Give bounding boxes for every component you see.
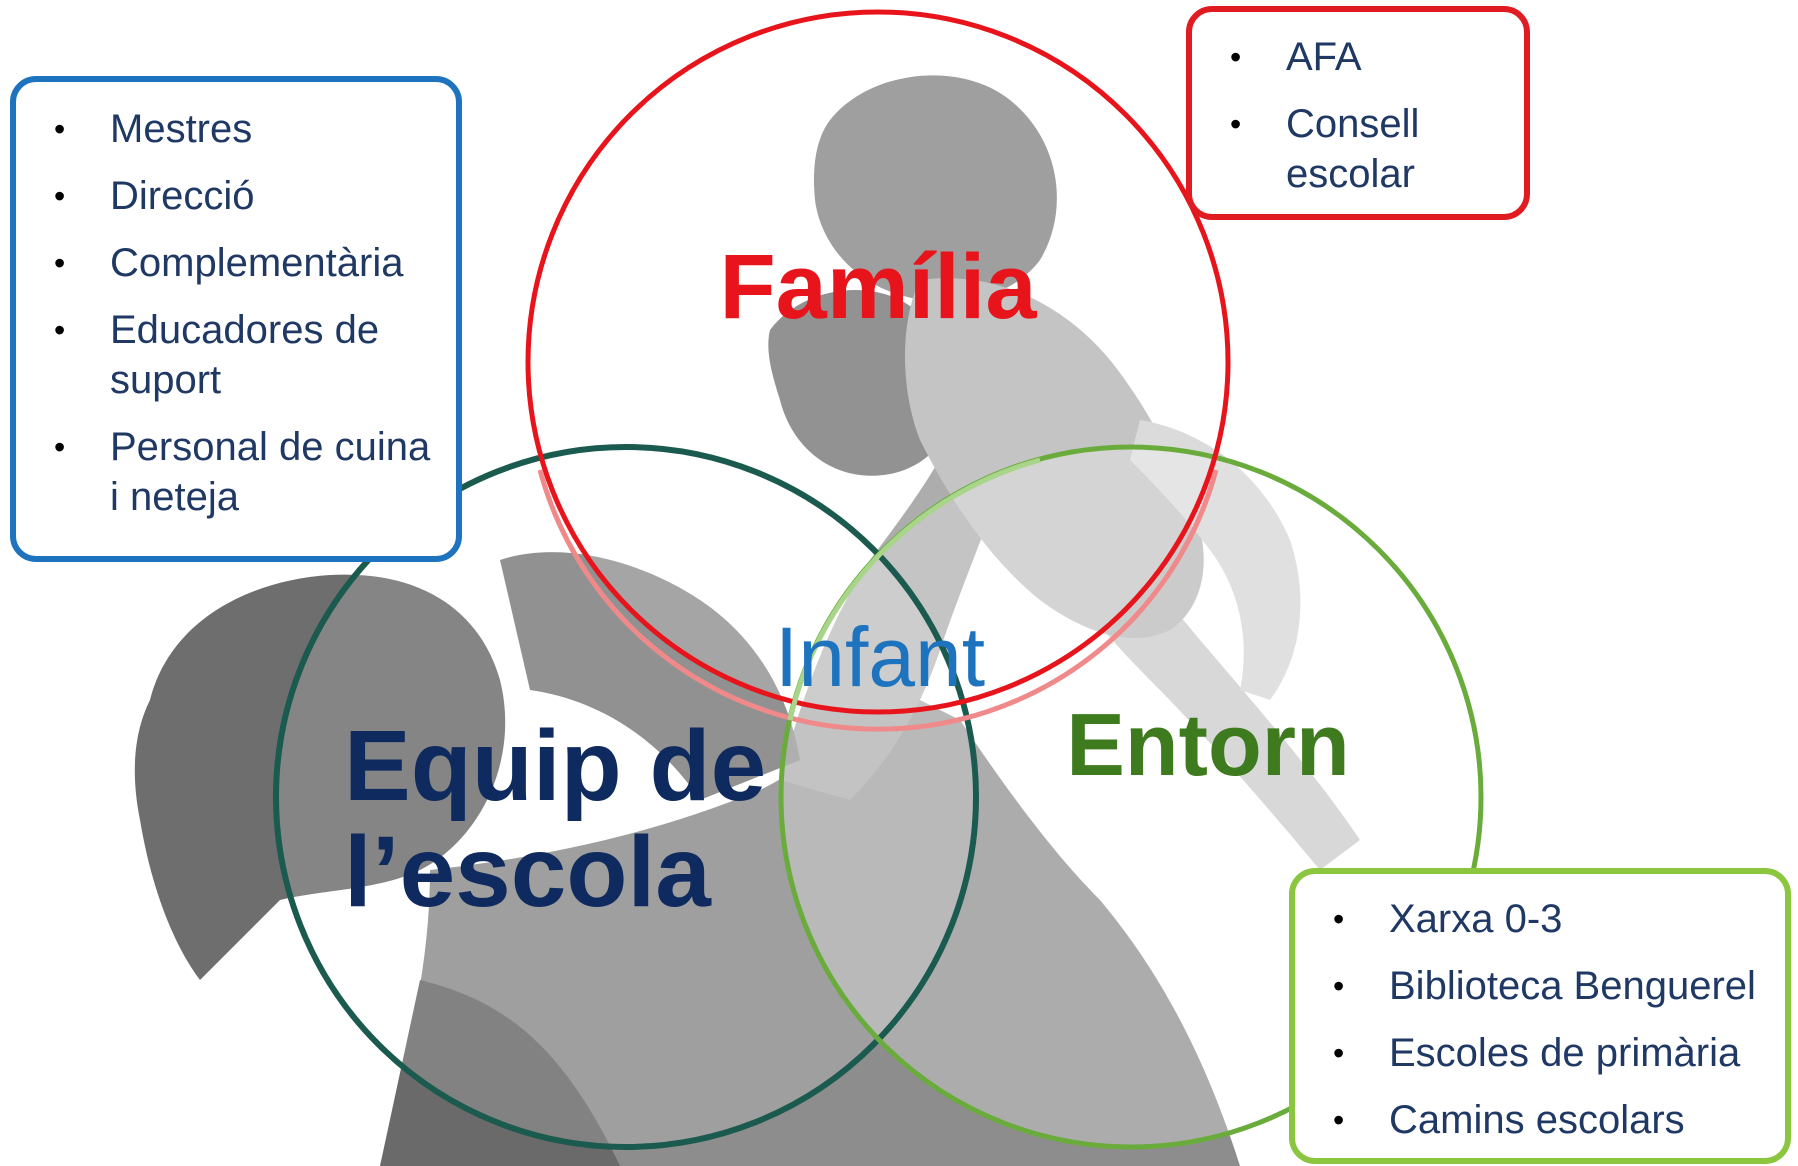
family-circle-lower-arc: [537, 469, 1219, 732]
list-item: Personal de cuina i neteja: [24, 422, 442, 522]
school-circle-fill: [276, 447, 976, 1147]
environment-resources-box: Xarxa 0-3 Biblioteca Benguerel Escoles d…: [1289, 868, 1791, 1164]
school-label-line-2: l’escola: [344, 816, 712, 928]
environment-resources-list: Xarxa 0-3 Biblioteca Benguerel Escoles d…: [1303, 894, 1775, 1145]
school-staff-box: Mestres Direcció Complementària Educador…: [10, 76, 462, 562]
list-item: Escoles de primària: [1303, 1028, 1775, 1078]
list-item: AFA: [1200, 32, 1510, 82]
family-label: Família: [719, 236, 1037, 338]
environment-circle: [778, 444, 1484, 1150]
list-item: Mestres: [24, 104, 442, 154]
list-item: Camins escolars: [1303, 1095, 1775, 1145]
family-groups-list: AFA Consell escolar: [1200, 32, 1510, 199]
list-item: Xarxa 0-3: [1303, 894, 1775, 944]
family-groups-box: AFA Consell escolar: [1186, 6, 1530, 220]
environment-label: Entorn: [1066, 695, 1350, 794]
environment-circle-upper-arc: [787, 457, 1041, 721]
list-item: Consell escolar: [1200, 99, 1510, 199]
list-item: Complementària: [24, 238, 442, 288]
family-circle-fill: [528, 12, 1228, 712]
list-item: Educadores de suport: [24, 305, 442, 405]
school-staff-list: Mestres Direcció Complementària Educador…: [24, 104, 442, 522]
school-label-line-1: Equip de: [344, 710, 766, 822]
family-circle: [525, 9, 1231, 715]
center-label: Infant: [775, 610, 985, 704]
list-item: Biblioteca Benguerel: [1303, 961, 1775, 1011]
list-item: Direcció: [24, 171, 442, 221]
school-circle: [273, 444, 979, 1150]
